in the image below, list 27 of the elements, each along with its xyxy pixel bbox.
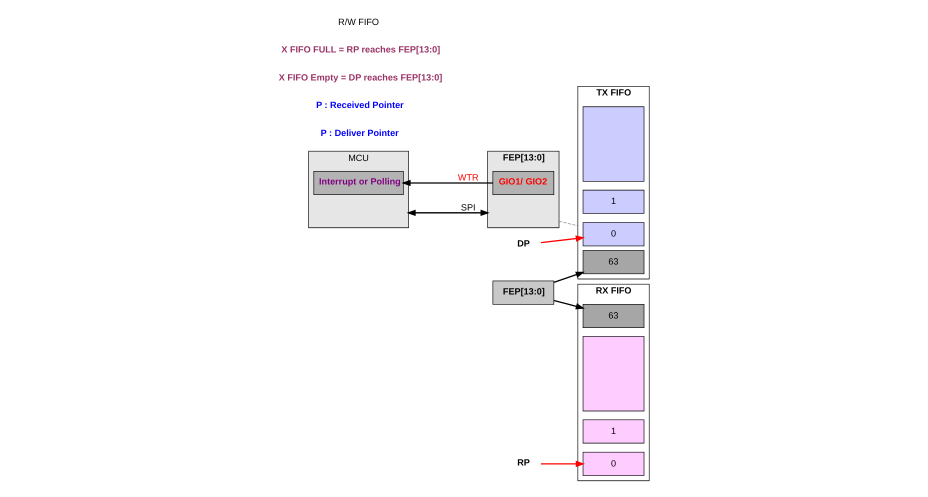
node-box: 63 xyxy=(582,304,644,328)
connector xyxy=(558,220,578,226)
node-box: 63 xyxy=(582,250,644,274)
label: X FIFO FULL = RP reaches FEP[13:0] xyxy=(281,44,440,54)
arrow xyxy=(540,460,585,468)
node-box: 1 xyxy=(582,419,644,444)
arrow xyxy=(554,272,585,283)
edge-label: SPI xyxy=(460,202,476,212)
arrow xyxy=(402,180,493,186)
label: P : Received Pointer xyxy=(316,100,404,110)
arrow xyxy=(554,300,585,310)
label: P : Deliver Pointer xyxy=(320,128,399,138)
node-box: FEP[13:0] xyxy=(492,280,554,305)
node-text: RP xyxy=(517,458,530,468)
label: X FIFO Empty = DP reaches FEP[13:0] xyxy=(278,72,442,82)
node-box: GIO1/ GIO2 xyxy=(492,170,554,195)
node-box: Interrupt or Polling xyxy=(314,170,404,195)
node-box xyxy=(582,106,644,182)
node-box: 1 xyxy=(582,190,644,214)
node-box: 0 xyxy=(582,222,644,246)
edge-label: WTR xyxy=(458,172,479,183)
arrow xyxy=(406,210,490,216)
arrow xyxy=(540,235,585,244)
node-box xyxy=(582,336,644,412)
node-text: DP xyxy=(517,238,530,248)
label: R/W FIFO xyxy=(338,17,379,28)
node-box: 0 xyxy=(582,452,644,476)
